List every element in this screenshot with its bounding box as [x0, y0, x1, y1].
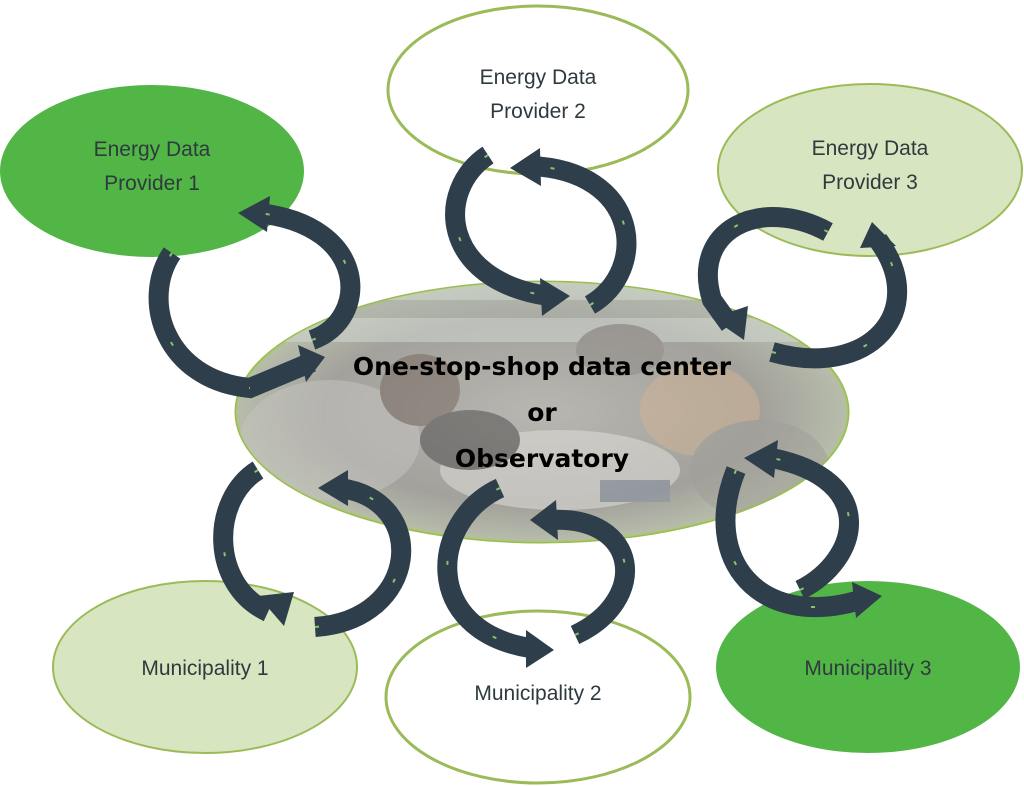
arrow-hub-to-municipality2-head [526, 630, 554, 668]
node-municipality-2-ellipse [384, 609, 692, 785]
arrow-provider3-to-hub-head [712, 306, 748, 340]
arrow-municipality3-to-hub-head [744, 440, 778, 478]
arrow-hub-to-provider3-head [860, 222, 896, 248]
node-municipality-2: Municipality 2 [384, 609, 692, 785]
node-provider-2: Energy Data Provider 2 [386, 4, 690, 176]
arrow-hub-to-provider1-head [238, 196, 270, 232]
node-municipality-3: Municipality 3 [716, 581, 1020, 753]
node-provider-3-line2: Provider 3 [822, 171, 918, 194]
arrow-hub-to-municipality3 [715, 466, 863, 618]
arrow-municipality3-to-hub [769, 448, 859, 599]
node-provider-2-line1: Energy Data [480, 66, 597, 89]
node-municipality-2-label: Municipality 2 [474, 682, 601, 705]
arrow-provider1-to-hub-head [298, 345, 325, 382]
node-provider-2-ellipse [386, 4, 690, 176]
node-provider-1-line1: Energy Data [94, 138, 211, 161]
node-provider-2-line2: Provider 2 [490, 100, 586, 123]
arrow-hub-to-provider2-head [510, 148, 541, 186]
arrow-provider3-to-hub [697, 207, 833, 331]
center-title-line2: or [527, 398, 557, 427]
node-municipality-1-ellipse [52, 580, 358, 754]
exchange-arrows-provider-3 [697, 207, 908, 369]
arrow-provider2-to-hub-head [540, 278, 570, 316]
exchange-arrows-provider-2 [445, 146, 637, 316]
node-provider-1-line2: Provider 1 [104, 172, 200, 195]
arrow-hub-to-provider1 [256, 203, 361, 350]
exchange-arrows-municipality-2 [437, 478, 635, 668]
center-title-line1: One-stop-shop data center [353, 352, 732, 381]
arrow-hub-to-provider3 [769, 234, 908, 369]
node-municipality-1-label: Municipality 1 [141, 657, 268, 680]
node-municipality-3-ellipse [716, 581, 1020, 753]
node-provider-1-ellipse [0, 85, 304, 257]
arrow-provider1-to-hub [148, 247, 316, 399]
node-provider-1: Energy Data Provider 1 [0, 85, 304, 257]
node-municipality-3-label: Municipality 3 [804, 657, 931, 680]
node-municipality-1: Municipality 1 [52, 580, 358, 754]
center-title-line3: Observatory [455, 444, 629, 473]
arrow-provider2-to-hub [445, 146, 550, 306]
exchange-arrows-provider-1 [148, 196, 361, 399]
arrow-hub-to-municipality3-head [852, 582, 882, 618]
exchange-arrows-municipality-1 [213, 461, 412, 637]
arrow-hub-to-municipality1-head [258, 592, 294, 626]
node-provider-3-line1: Energy Data [812, 137, 929, 160]
arrow-municipality1-to-hub-head [318, 470, 348, 506]
arrow-hub-to-municipality1 [213, 461, 273, 622]
arrow-municipality2-to-hub-head [530, 500, 558, 540]
exchange-arrows-municipality-3 [715, 440, 882, 618]
